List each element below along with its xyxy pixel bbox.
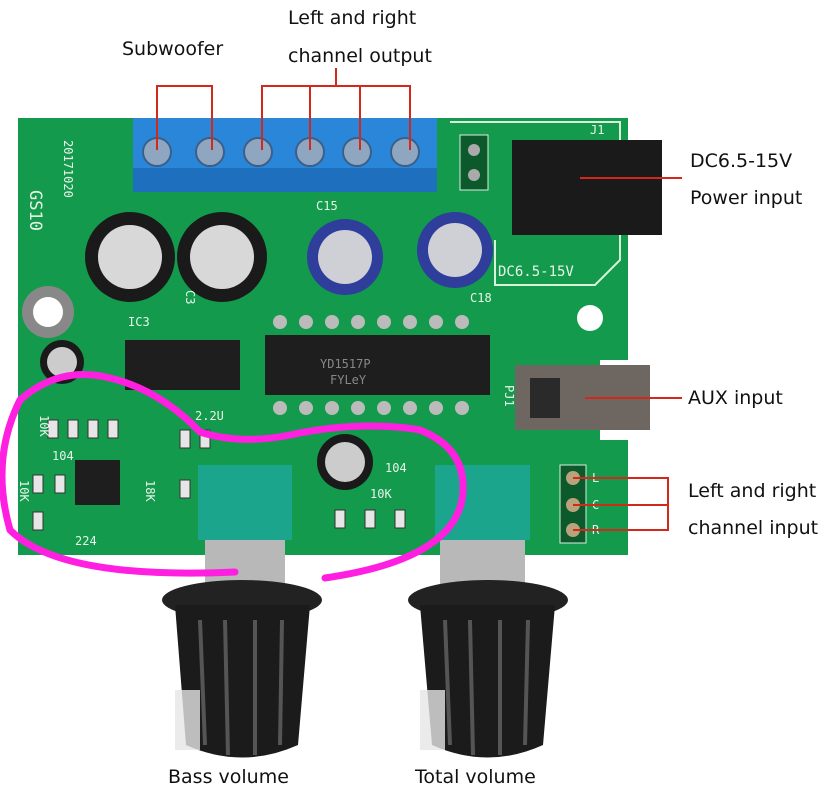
bass-volume-knob[interactable]: [162, 580, 322, 758]
label-bass-volume: Bass volume: [168, 766, 289, 788]
label-total-volume: Total volume: [414, 766, 536, 788]
silk-c3: C3: [183, 290, 197, 304]
bass-potentiometer: [198, 465, 292, 540]
silk-j1: J1: [590, 123, 604, 137]
annotation-lines: [156, 68, 682, 531]
silk-board-name: GS10: [25, 190, 45, 231]
main-amplifier-chip: [265, 335, 490, 395]
silk-chip-model: YD1517P: [320, 357, 371, 371]
silk-18k: 18K: [143, 480, 157, 502]
mount-hole: [577, 305, 603, 331]
highlight-outline: [0, 370, 467, 582]
op-amp-chip: [75, 460, 120, 505]
silk-104: 104: [52, 449, 74, 463]
silk-10k: 10K: [17, 480, 31, 502]
label-power-2: Power input: [690, 187, 802, 209]
silk-date: 20171020: [61, 140, 75, 198]
label-lr-output-1: Left and right: [288, 7, 416, 29]
silk-ic3: IC3: [128, 315, 150, 329]
silk-2-2u: 2.2U: [195, 409, 224, 423]
label-subwoofer: Subwoofer: [122, 38, 223, 60]
smd-components: [32, 419, 406, 531]
label-aux-input: AUX input: [688, 387, 783, 409]
label-lr-input-1: Left and right: [688, 480, 816, 502]
dc-power-jack: [512, 140, 662, 235]
silk-chip-code: FYLeY: [330, 373, 367, 387]
silk-dc: DC6.5-15V: [498, 264, 574, 280]
label-lr-input-2: channel input: [688, 517, 818, 539]
silk-10k: 10K: [370, 487, 392, 501]
silk-10k: 10K: [37, 415, 51, 437]
label-lr-output-2: channel output: [288, 45, 432, 67]
label-power-1: DC6.5-15V: [690, 150, 792, 172]
silk-outline: [450, 121, 621, 286]
silk-c18: C18: [470, 291, 492, 305]
terminal-screws: [142, 137, 420, 167]
silk-pj1: PJ1: [502, 385, 516, 407]
silk-c15: C15: [316, 199, 338, 213]
silk-224: 224: [75, 534, 97, 548]
total-volume-knob[interactable]: [408, 580, 568, 758]
silk-104: 104: [385, 461, 407, 475]
ic3-chip: [125, 340, 240, 390]
